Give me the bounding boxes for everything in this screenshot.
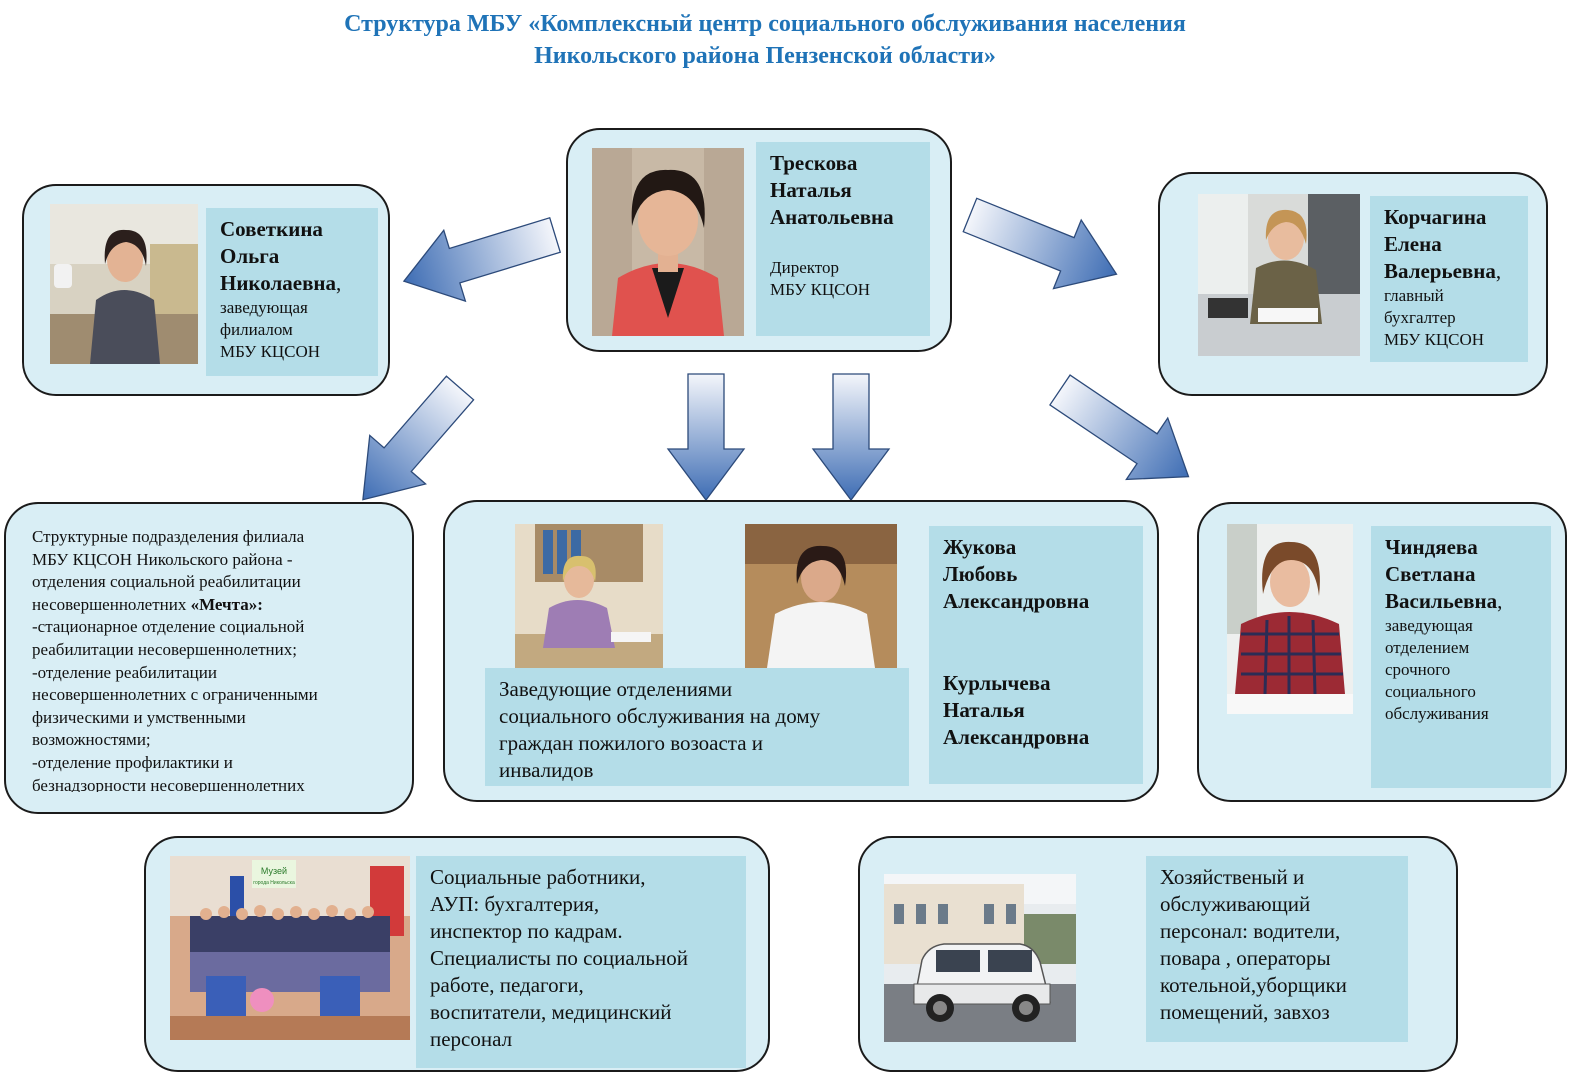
subdivisions-line-8: несовершеннолетних с ограниченными [32, 685, 318, 705]
home-service-photo-1 [515, 524, 663, 668]
urgent-dept-label: Чиндяева Светлана Васильевна, заведующая… [1371, 526, 1551, 788]
subdivisions-line-2: МБУ КЦСОН Никольского района - [32, 549, 293, 569]
urgent-name-1: Чиндяева [1385, 535, 1478, 559]
household-line-3: персонал: водители, [1160, 919, 1341, 943]
subdivisions-box: Структурные подразделения филиала МБУ КЦ… [4, 502, 414, 814]
home-service-text-3: граждан пожилого возоаста и [499, 731, 764, 755]
subdivisions-line-6: реабилитации несовершеннолетних; [32, 639, 297, 659]
subdivisions-line-5: -стационарное отделение социальной [32, 617, 305, 637]
home-service-text-4: инвалидов [499, 758, 594, 782]
director-label: Трескова Наталья Анатольевна Директор МБ… [756, 142, 930, 336]
home-service-photo-2 [745, 524, 897, 668]
household-line-4: повара , операторы [1160, 946, 1331, 970]
urgent-dept-photo [1227, 524, 1353, 714]
branch-head-comma: , [336, 271, 342, 295]
branch-head-role-2: филиалом [220, 320, 293, 339]
home-service-text-2: социального обслуживания на дому [499, 704, 821, 728]
social-workers-line-5: работе, педагоги, [430, 973, 584, 997]
urgent-role-3: срочного [1385, 660, 1451, 679]
household-line-6: помещений, завхоз [1160, 1000, 1330, 1024]
household-label: Хозяйственый и обслуживающий персонал: в… [1146, 856, 1408, 1042]
arrow-to-accountant [962, 197, 1118, 290]
branch-head-name-3: Николаевна [220, 271, 337, 295]
museum-sign-2: города Никольска [253, 880, 295, 886]
accountant-photo [1198, 194, 1360, 356]
social-workers-photo: Музей города Никольска [170, 856, 410, 1040]
household-line-2: обслуживающий [1160, 892, 1311, 916]
director-name-1: Трескова [770, 151, 858, 175]
accountant-role-2: бухгалтер [1384, 308, 1456, 327]
kurlycheva-name-1: Курлычева [943, 671, 1051, 695]
kurlycheva-name-3: Александровна [943, 725, 1090, 749]
accountant-role-3: МБУ КЦСОН [1384, 330, 1485, 349]
director-photo [592, 148, 744, 336]
director-name-2: Наталья [770, 178, 852, 202]
home-service-names: Жукова Любовь Александровна Курлычева На… [929, 526, 1143, 784]
subdivisions-line-4: несовершеннолетних [32, 594, 191, 614]
accountant-name-1: Корчагина [1384, 205, 1487, 229]
urgent-name-3: Васильевна [1385, 589, 1498, 613]
title-line-2: Никольского района Пензенской области» [534, 43, 996, 69]
household-line-5: котельной,уборщики [1160, 973, 1347, 997]
arrow-to-branch-head [402, 216, 562, 303]
branch-head-role-1: заведующая [220, 298, 308, 317]
subdivisions-line-3: отделения социальной реабилитации [32, 572, 301, 592]
zhukova-name-3: Александровна [943, 589, 1090, 613]
subdivisions-text: Структурные подразделения филиала МБУ КЦ… [32, 526, 402, 792]
title-line-1: Структура МБУ «Комплексный центр социаль… [344, 11, 1186, 37]
zhukova-name-2: Любовь [943, 562, 1018, 586]
accountant-role-1: главный [1384, 286, 1444, 305]
urgent-dept-box: Чиндяева Светлана Васильевна, заведующая… [1197, 502, 1567, 802]
director-role-2: МБУ КЦСОН [770, 280, 871, 299]
social-workers-label: Социальные работники, АУП: бухгалтерия, … [416, 856, 746, 1068]
urgent-role-1: заведующая [1385, 616, 1473, 635]
director-role-1: Директор [770, 258, 839, 277]
accountant-name-3: Валерьевна [1384, 259, 1496, 283]
branch-head-name-2: Ольга [220, 244, 280, 268]
urgent-comma: , [1497, 589, 1503, 613]
director-name-3: Анатольевна [770, 205, 894, 229]
arrow-to-home-service-2 [811, 373, 891, 502]
arrow-to-home-service-1 [666, 373, 746, 502]
social-workers-box: Музей города Никольска Социальные работн… [144, 836, 770, 1072]
accountant-box: Корчагина Елена Валерьевна, главный бухг… [1158, 172, 1548, 396]
branch-head-role-3: МБУ КЦСОН [220, 342, 321, 361]
social-workers-line-4: Специалисты по социальной [430, 946, 688, 970]
social-workers-line-1: Социальные работники, [430, 865, 646, 889]
social-workers-line-7: персонал [430, 1027, 513, 1051]
branch-head-box: Советкина Ольга Николаевна, заведующая ф… [22, 184, 390, 396]
subdivisions-line-7: -отделение реабилитации [32, 662, 217, 682]
museum-sign-1: Музей [261, 866, 287, 876]
urgent-role-2: отделением [1385, 638, 1470, 657]
social-workers-line-2: АУП: бухгалтерия, [430, 892, 600, 916]
subdivisions-line-1: Структурные подразделения филиала [32, 527, 305, 546]
home-service-caption: Заведующие отделениями социального обслу… [485, 668, 909, 786]
subdivisions-line-11: -отделение профилактики и [32, 752, 233, 772]
accountant-name-2: Елена [1384, 232, 1442, 256]
kurlycheva-name-2: Наталья [943, 698, 1025, 722]
branch-head-photo [50, 204, 198, 364]
home-service-box: Заведующие отделениями социального обслу… [443, 500, 1159, 802]
zhukova-name-1: Жукова [943, 535, 1017, 559]
home-service-text-1: Заведующие отделениями [499, 677, 733, 701]
urgent-role-5: обслуживания [1385, 704, 1489, 723]
household-line-1: Хозяйственый и [1160, 865, 1305, 889]
page-title: Структура МБУ «Комплексный центр социаль… [0, 8, 1530, 72]
subdivisions-mechta: «Мечта»: [190, 594, 263, 614]
accountant-comma: , [1495, 259, 1502, 283]
branch-head-name-1: Советкина [220, 217, 323, 241]
subdivisions-line-12: безнадзорности несовершеннолетних [32, 775, 305, 792]
subdivisions-line-9: физическими и умственными [32, 707, 246, 727]
household-box: Хозяйственый и обслуживающий персонал: в… [858, 836, 1458, 1072]
branch-head-label: Советкина Ольга Николаевна, заведующая ф… [206, 208, 378, 376]
urgent-role-4: социального [1385, 682, 1476, 701]
urgent-name-2: Светлана [1385, 562, 1476, 586]
accountant-label: Корчагина Елена Валерьевна, главный бухг… [1370, 196, 1528, 362]
subdivisions-line-10: возможностями; [32, 730, 151, 750]
social-workers-line-6: воспитатели, медицинский [430, 1000, 672, 1024]
social-workers-line-3: инспектор по кадрам. [430, 919, 623, 943]
household-photo [884, 874, 1076, 1042]
director-box: Трескова Наталья Анатольевна Директор МБ… [566, 128, 952, 352]
